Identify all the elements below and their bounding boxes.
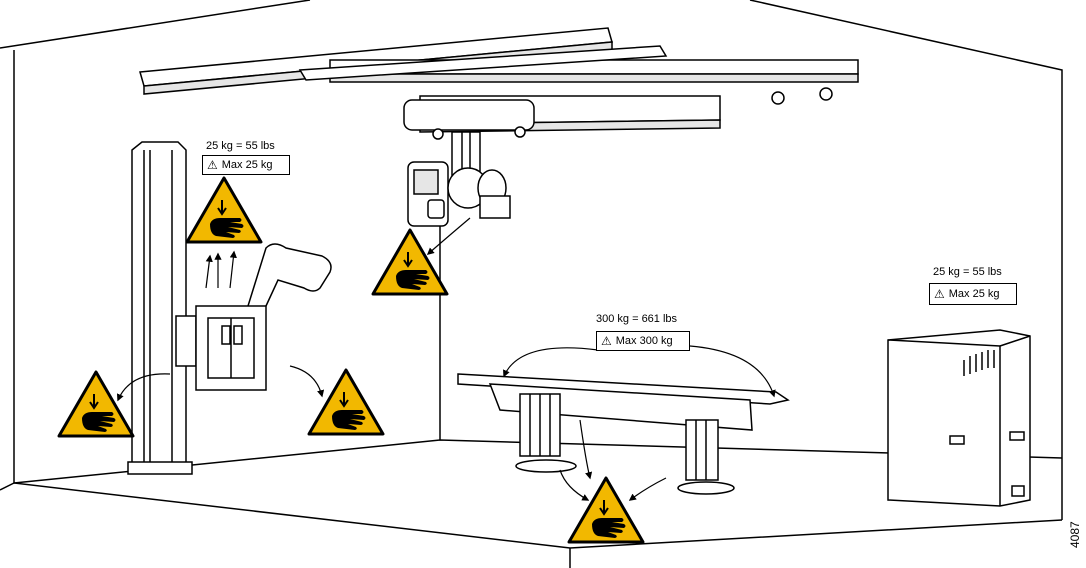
cabinet-vent [963, 350, 995, 376]
ceiling-rail-system [139, 27, 859, 140]
table-max-load-label: Max 300 kg [615, 335, 673, 347]
warning-triangle-icon: ⚠ [207, 158, 218, 172]
table-max-load-box: ⚠ Max 300 kg [596, 331, 690, 351]
cabinet-max-load-label: Max 25 kg [948, 288, 1000, 300]
cabinet-max-load-box: ⚠ Max 25 kg [929, 283, 1017, 305]
hand-crush-hazard-icon [57, 370, 135, 438]
patient-table [457, 373, 790, 495]
warning-triangle-icon: ⚠ [601, 334, 612, 348]
ceiling-tube-column [407, 131, 511, 227]
generator-cabinet [887, 329, 1031, 507]
hand-crush-hazard-icon [185, 176, 263, 244]
motion-arrows [116, 217, 776, 501]
wall-stand-max-load-box: ⚠ Max 25 kg [202, 155, 290, 175]
hand-crush-hazard-icon [567, 476, 645, 544]
wall-stand-max-load-label: Max 25 kg [221, 159, 273, 171]
table-weight-label: 300 kg = 661 lbs [596, 313, 678, 325]
hand-crush-hazard-icon [371, 228, 449, 296]
warning-triangle-icon: ⚠ [934, 287, 945, 301]
figure-number: 4087 [1068, 521, 1082, 548]
cabinet-weight-label: 25 kg = 55 lbs [933, 266, 1002, 278]
hand-crush-hazard-icon [307, 368, 385, 436]
wall-stand-weight-label: 25 kg = 55 lbs [206, 140, 275, 152]
wall-stand [127, 141, 332, 475]
